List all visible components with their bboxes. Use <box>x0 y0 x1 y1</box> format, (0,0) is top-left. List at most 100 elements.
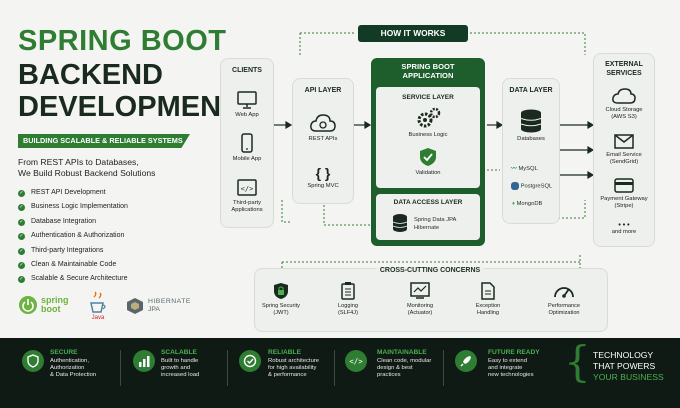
gears-icon <box>417 107 441 128</box>
cross-cutting-box <box>254 268 608 332</box>
coffee-cup-icon <box>90 291 106 313</box>
cloud-icon <box>612 88 636 104</box>
intro-line-1: From REST APIs to Databases, <box>18 157 139 167</box>
title-line-2: BACKEND <box>18 59 163 91</box>
validation-item: Validation <box>376 147 480 177</box>
postgres-item: PostgreSQL <box>511 182 552 190</box>
mysql-item: 〰 MySQL <box>511 166 538 172</box>
clients-box: CLIENTS Web App Mobile App </> Third-par… <box>220 58 274 228</box>
performance-item: Performance Optimization <box>529 282 599 317</box>
speedometer-icon <box>554 287 574 298</box>
data-access-layer-title: DATA ACCESS LAYER <box>393 199 463 206</box>
braces-icon: { } <box>315 165 331 181</box>
hibernate-logo: HIBERNATE JPA <box>126 297 206 317</box>
benefit-title-maintainable: MAINTAINABLE <box>377 349 427 356</box>
maintainable-icon: </> <box>345 350 367 372</box>
check-icon: ✓ <box>18 247 25 255</box>
payment-gateway-item: Payment Gateway (Stripe) <box>594 178 654 210</box>
monitoring-item: Monitoring (Actuator) <box>385 282 455 317</box>
data-layer-box: DATA LAYER Databases 〰 MySQL PostgreSQL … <box>502 78 560 224</box>
how-it-works-label: HOW IT WORKS <box>358 25 468 42</box>
code-window-icon: </> <box>237 179 257 196</box>
external-services-box: EXTERNAL SERVICES Cloud Storage (AWS S3)… <box>593 53 655 247</box>
clipboard-icon <box>341 282 355 300</box>
intro-text: From REST APIs to Databases, We Build Ro… <box>18 157 218 179</box>
cloud-gear-icon <box>310 114 336 132</box>
app-title: SPRING BOOT APPLICATION <box>401 62 455 80</box>
brace-icon: { <box>564 337 591 386</box>
phone-icon <box>241 133 253 153</box>
monitor-icon <box>237 91 257 109</box>
envelope-icon <box>614 134 634 149</box>
title-line-1: SPRING BOOT <box>18 25 227 57</box>
exception-item: Exception Handling <box>453 282 523 317</box>
feature-item: ✓Authentication & Authorization <box>18 232 125 241</box>
elephant-icon <box>511 182 519 190</box>
intro-line-2: We Build Robust Backend Solutions <box>18 168 156 178</box>
java-logo: Java <box>88 291 108 321</box>
tech-logos: spring boot Java HIBERNATE JPA <box>18 291 208 333</box>
subtitle-banner: BUILDING SCALABLE & RELIABLE SYSTEMS <box>18 134 190 148</box>
service-layer-box: SERVICE LAYER Business Logic Validation <box>376 87 480 188</box>
business-logic-item: Business Logic <box>376 107 480 139</box>
mobile-app-item: Mobile App <box>221 133 273 163</box>
shield-check-icon <box>420 148 436 166</box>
check-icon: ✓ <box>18 204 25 212</box>
check-icon: ✓ <box>18 276 25 284</box>
third-party-item: </> Third-party Applications <box>221 179 273 214</box>
reliable-icon <box>239 350 261 372</box>
benefit-title-future-ready: FUTURE READY <box>488 349 540 356</box>
divider <box>120 350 121 386</box>
feature-item: ✓Scalable & Secure Architecture <box>18 275 128 284</box>
cross-cutting-title: CROSS-CUTTING CONCERNS <box>254 267 606 274</box>
shield-lock-icon <box>274 283 288 299</box>
benefits-bar <box>0 338 680 408</box>
check-icon: ✓ <box>18 190 25 197</box>
credit-card-icon <box>614 178 634 193</box>
web-app-item: Web App <box>221 91 273 119</box>
spring-boot-logo: spring boot <box>18 295 78 317</box>
dolphin-icon: 〰 <box>511 166 517 172</box>
rocket-icon <box>455 350 477 372</box>
chart-monitor-icon <box>410 282 430 299</box>
document-icon <box>481 282 495 300</box>
database-icon <box>392 214 408 232</box>
svg-text:</>: </> <box>241 185 254 193</box>
tagline: TECHNOLOGY THAT POWERS YOUR BUSINESS <box>593 350 664 382</box>
feature-item: ✓Business Logic Implementation <box>18 203 128 212</box>
secure-icon <box>22 350 44 372</box>
data-layer-title: DATA LAYER <box>509 87 553 94</box>
title-line-3: DEVELOPMENT <box>18 91 239 123</box>
check-icon: ✓ <box>18 218 25 226</box>
benefit-title-reliable: RELIABLE <box>268 349 301 356</box>
svg-text:</>: </> <box>349 357 363 366</box>
feature-item: ✓Third-party Integrations <box>18 246 104 255</box>
benefit-title-secure: SECURE <box>50 349 78 356</box>
feature-item: ✓Clean & Maintainable Code <box>18 261 117 270</box>
divider <box>334 350 335 386</box>
scalable-icon <box>133 350 155 372</box>
feature-item: ✓REST API Development <box>18 189 106 197</box>
rest-apis-item: REST APIs <box>293 113 353 143</box>
cloud-storage-item: Cloud Storage (AWS S3) <box>594 88 654 121</box>
service-layer-title: SERVICE LAYER <box>402 94 454 101</box>
spring-mvc-item: { } Spring MVC <box>293 165 353 190</box>
leaf-icon: ♦ <box>512 201 515 207</box>
check-icon: ✓ <box>18 233 25 241</box>
divider <box>443 350 444 386</box>
benefit-desc-secure: Authentication,Authorization& Data Prote… <box>50 358 97 378</box>
feature-list: ✓REST API Development ✓Business Logic Im… <box>18 186 128 287</box>
clients-title: CLIENTS <box>232 67 262 74</box>
power-icon <box>19 296 37 314</box>
mongo-item: ♦ MongoDB <box>512 201 543 207</box>
benefit-title-scalable: SCALABLE <box>161 349 197 356</box>
feature-item: ✓Database Integration <box>18 217 96 226</box>
databases-item: Databases <box>503 109 559 143</box>
email-service-item: Email Service (SendGrid) <box>594 134 654 166</box>
hibernate-icon <box>127 298 143 314</box>
data-access-layer-box: DATA ACCESS LAYER Spring Data JPA Hibern… <box>376 194 480 240</box>
